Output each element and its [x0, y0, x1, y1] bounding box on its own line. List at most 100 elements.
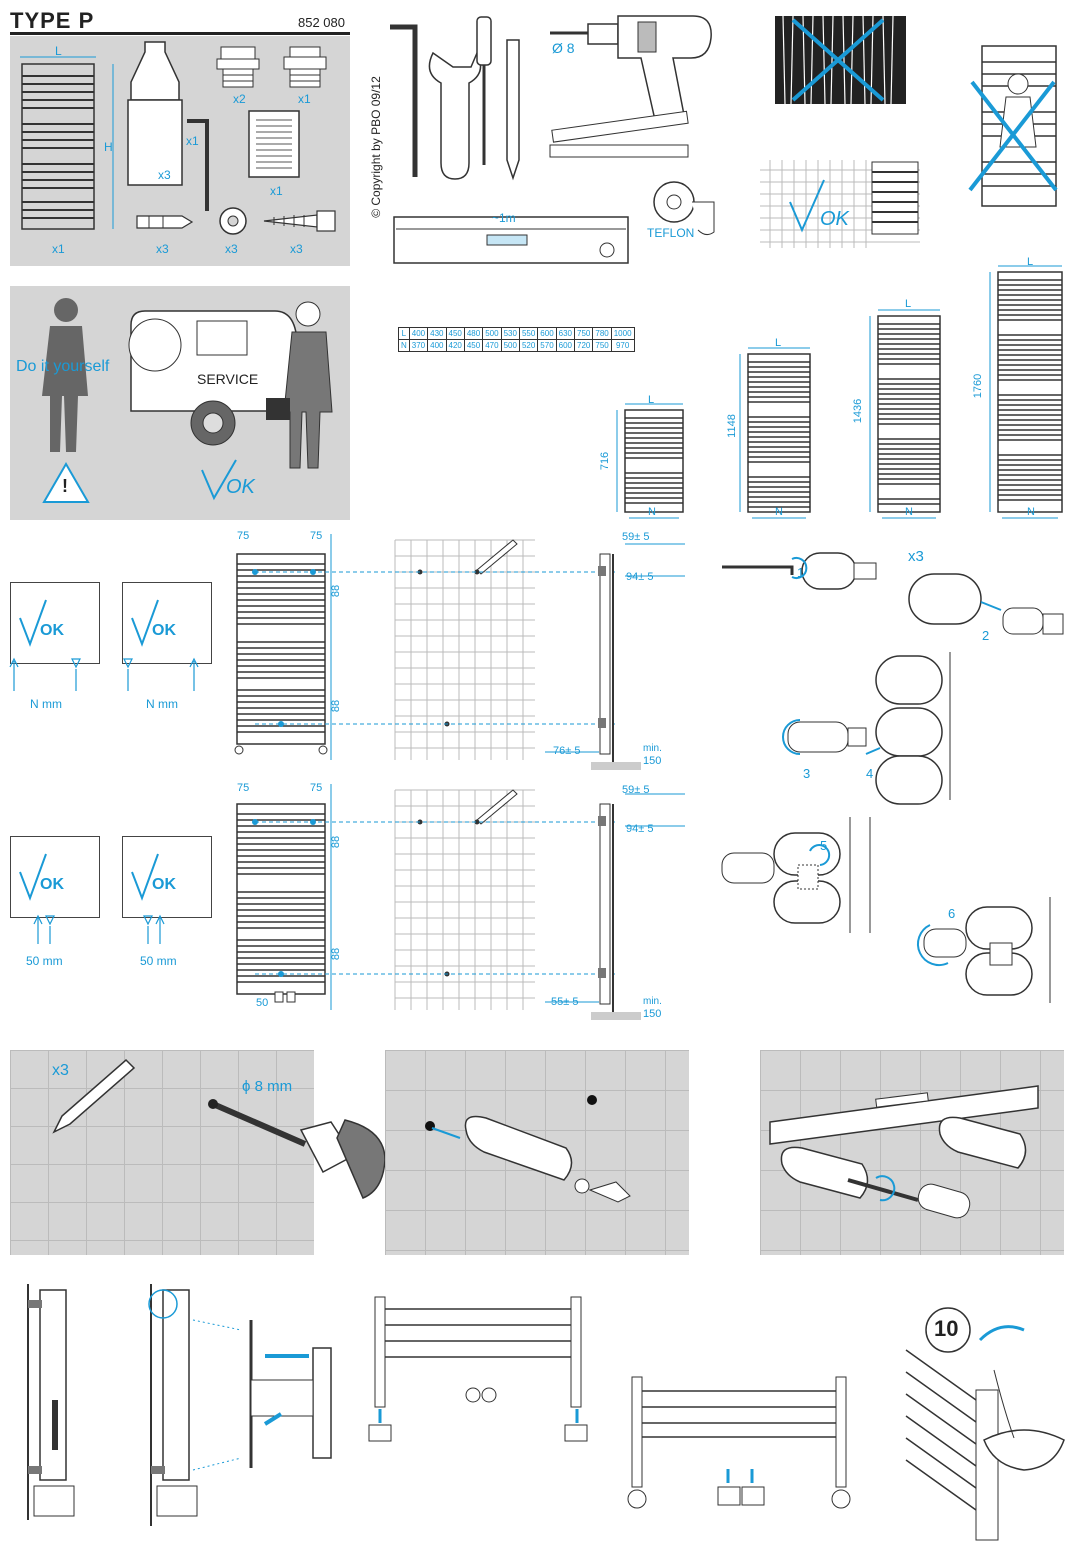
- venting-illustration: [905, 1307, 1065, 1541]
- valve-nut-b-icon: [283, 46, 327, 88]
- radiator-size-drawings: [616, 265, 1063, 519]
- arrows-b-icon: [33, 914, 165, 944]
- copyright-note: © Copyright by PBO 09/12: [369, 76, 383, 218]
- size-label-n-3: N: [905, 506, 913, 518]
- valve-fitting-illustration: [368, 1296, 588, 1442]
- size-table-cell: 630: [555, 327, 576, 340]
- assembly-step-2-illustration: [908, 573, 1064, 635]
- step-5-label: 5: [820, 838, 828, 853]
- kit-dim-h: H: [104, 140, 113, 154]
- suitable-wall-ok: OK: [820, 208, 849, 230]
- service-ok-label: OK: [226, 476, 255, 498]
- ok-box-a1: [10, 582, 100, 664]
- conn-b-h2: 88: [330, 947, 343, 961]
- guide-lines: [255, 784, 615, 1010]
- size-table-cell: 370: [408, 339, 429, 352]
- diy-person-silhouette: [42, 298, 88, 452]
- conn-b-min-val: 150: [643, 1008, 662, 1020]
- kit-dim-l: L: [55, 44, 62, 58]
- size-label-l-3: L: [905, 298, 912, 310]
- conn-a-w1: 75: [237, 530, 250, 542]
- bottle-illustration: [127, 41, 183, 186]
- size-label-n-2: N: [775, 506, 783, 518]
- no-climbing-icon: [968, 45, 1058, 207]
- size-table-cell: 600: [555, 339, 576, 352]
- connection-radiator: [234, 553, 328, 755]
- ok-box-b2: [122, 836, 212, 918]
- conn-b-min: min.: [643, 996, 662, 1007]
- conn-a-top: 59± 5: [622, 531, 650, 543]
- connection-a-radiator-drawing: [234, 534, 685, 770]
- size-label-n-4: N: [1027, 506, 1035, 518]
- side-profile: [545, 793, 685, 1020]
- drill-icon: [550, 15, 712, 121]
- size-table-cell: 470: [482, 339, 502, 352]
- n-mm-a2: N mm: [146, 697, 178, 711]
- article-code: 852 080: [298, 15, 345, 30]
- wall-level-illustration: [769, 1085, 1039, 1219]
- ok-check-b2-icon: [131, 853, 159, 901]
- document-title: TYPE P: [10, 8, 95, 33]
- title-rule: [10, 32, 350, 35]
- size-table-cell: 450: [463, 339, 484, 352]
- step-3-label: 3: [803, 766, 811, 781]
- size-label-l-4: L: [1027, 256, 1034, 268]
- service-ok-check-icon: [201, 459, 237, 501]
- size-height-1760: 1760: [972, 373, 985, 399]
- step-6-label: 6: [948, 906, 956, 921]
- size-table-cell: 750: [592, 339, 612, 352]
- step-2-label: 2: [982, 628, 990, 643]
- warning-icon: [42, 462, 90, 503]
- kit-qty-washer: x3: [225, 242, 238, 256]
- size-label-l-1: L: [648, 394, 655, 406]
- size-table-cell: 400: [427, 339, 447, 352]
- unsuitable-wall-icon: [775, 15, 906, 105]
- size-radiator-1: [616, 403, 684, 519]
- conn-a-min: min.: [643, 743, 662, 754]
- warning-mark: !: [62, 476, 68, 496]
- size-table-cell: 500: [482, 327, 502, 340]
- washer-icon: [219, 207, 247, 235]
- hex-key-illustration: [187, 119, 209, 211]
- pencil-marking-illustration: [52, 1058, 136, 1134]
- screw-icon: [263, 210, 336, 232]
- kit-qty-nut-a: x2: [233, 92, 246, 106]
- ok-check-a1-icon: [19, 599, 47, 647]
- step-x3-label: x3: [908, 548, 924, 565]
- kit-qty-screw: x3: [290, 242, 303, 256]
- suitable-wall-icon: [760, 160, 920, 248]
- wall-panel-drill: [10, 1050, 314, 1255]
- n-mm-b2: 50 mm: [140, 954, 177, 968]
- conn-b-w1: 75: [237, 782, 250, 794]
- kit-qty-nut-b: x1: [298, 92, 311, 106]
- ok-box-b1: [10, 836, 100, 918]
- assembly-step-5-illustration: [721, 817, 871, 933]
- size-table-cell: 430: [427, 327, 447, 340]
- ok-box-a2: [122, 582, 212, 664]
- connection-radiator: [236, 803, 326, 1003]
- kit-qty-radiator: x1: [52, 242, 65, 256]
- size-table-cell: 520: [518, 339, 539, 352]
- drill-diameter: Ø 8: [552, 40, 575, 56]
- size-label-n-1: N: [648, 506, 656, 518]
- connection-b-radiator-drawing: [236, 784, 685, 1020]
- kit-qty-dowel: x3: [156, 242, 169, 256]
- teflon-tape-icon: [653, 181, 715, 236]
- conn-a-h1: 88: [330, 584, 343, 598]
- n-mm-a1: N mm: [30, 697, 62, 711]
- size-table-cell: 600: [537, 327, 557, 340]
- bottom-fitting-illustration: [627, 1376, 851, 1509]
- size-table-cell: 570: [537, 339, 557, 352]
- spirit-level-illustration: [393, 216, 629, 264]
- size-height-1148: 1148: [725, 414, 738, 438]
- wall-x3-label: x3: [52, 1062, 69, 1079]
- conn-a-low: 76± 5: [553, 745, 581, 757]
- kit-qty-key: x1: [186, 134, 199, 148]
- size-table-cell: 500: [500, 339, 520, 352]
- size-height-1436: 1436: [852, 398, 865, 424]
- level-length: ~1m: [492, 211, 516, 225]
- size-table-cell: 550: [518, 327, 539, 340]
- ok-label-b1: OK: [40, 876, 64, 893]
- ok-label-a1: OK: [40, 622, 64, 639]
- manual-icon: [248, 110, 300, 178]
